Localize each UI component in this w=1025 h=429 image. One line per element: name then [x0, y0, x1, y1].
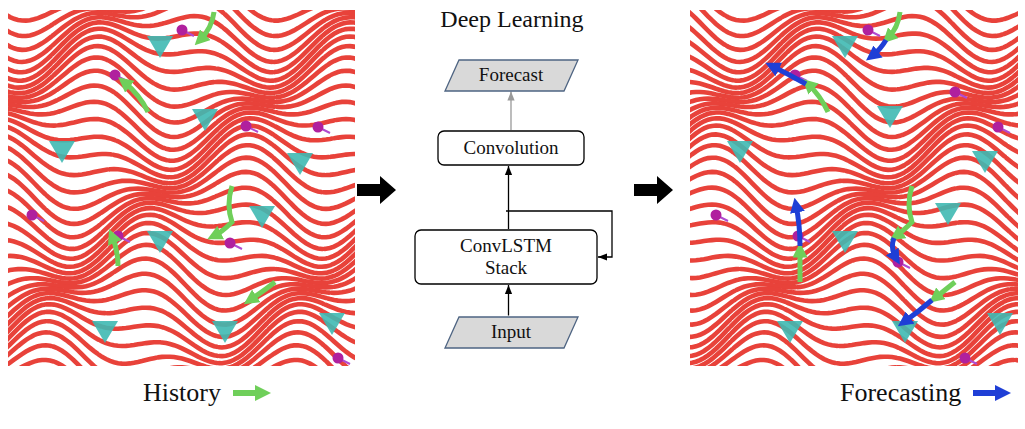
stripe [8, 172, 355, 224]
flow-connector [508, 166, 509, 229]
legend-arrow [233, 385, 271, 401]
history-arrow [896, 186, 912, 236]
node-label: ConvLSTM Stack [450, 235, 562, 279]
legend-label: History [143, 378, 221, 408]
defect-triangle [287, 153, 313, 175]
forecast-arrow [892, 238, 896, 258]
defect-triangle [832, 231, 858, 253]
node-label: Forecast [479, 64, 543, 86]
defect-triangle [147, 36, 173, 58]
flow-arrow [634, 176, 673, 204]
stripe [690, 332, 1018, 366]
history-arrow [214, 186, 232, 236]
history-arrow [808, 84, 828, 112]
forecast-arrow [796, 205, 800, 246]
history-arrow [124, 82, 148, 112]
defect-triangle [92, 321, 118, 343]
history-arrow [112, 236, 118, 266]
stripe [8, 126, 355, 178]
defect-dot [110, 70, 121, 81]
output-parallelogram: Forecast [444, 59, 579, 92]
defect-triangle [987, 313, 1013, 335]
stripe [690, 37, 1018, 88]
legend-item: Forecasting [840, 378, 1011, 408]
stripe [690, 345, 1018, 366]
defect-dot [333, 353, 344, 364]
defect-dot [711, 210, 722, 221]
defect-triangle [147, 231, 173, 253]
defect-dot [313, 122, 324, 133]
stripe [8, 134, 355, 183]
flow-connector [508, 285, 509, 316]
defect-triangle [249, 206, 275, 228]
input-parallelogram: Input [444, 316, 579, 349]
history-arrow [935, 282, 955, 298]
defect-triangle [727, 141, 753, 163]
node-label: Input [491, 321, 531, 343]
defect-dot [993, 122, 1004, 133]
defect-triangle [49, 141, 75, 163]
stripe [8, 233, 355, 279]
defect-triangle [935, 203, 961, 225]
defect-triangle [832, 36, 858, 58]
forecast-arrow [904, 300, 932, 322]
defect-triangle [877, 106, 903, 128]
defect-triangle [777, 321, 803, 343]
forecast-arrow [772, 66, 806, 84]
legend-arrow [973, 385, 1011, 401]
diagram-title: Deep Learning [440, 6, 583, 33]
legend-item: History [143, 378, 271, 408]
defect-dot [225, 238, 236, 249]
defect-dot [177, 25, 188, 36]
defect-triangle [212, 321, 238, 343]
defect-dot [27, 210, 38, 221]
defect-triangle [192, 109, 218, 131]
defect-dot [960, 353, 971, 364]
process-box: ConvLSTM Stack [414, 229, 598, 285]
flow-arrow [357, 176, 396, 204]
process-box: Convolution [437, 130, 585, 166]
history-arrow [888, 12, 900, 38]
history-arrow [798, 250, 803, 282]
legend-label: Forecasting [840, 378, 961, 408]
node-label: Convolution [463, 137, 558, 159]
flow-connector [510, 92, 511, 131]
defect-dot [950, 87, 961, 98]
defect-triangle [892, 321, 918, 343]
stripe [8, 360, 355, 366]
defect-triangle [319, 313, 345, 335]
defect-dot [241, 121, 252, 132]
defect-dot [863, 25, 874, 36]
history-arrow [250, 282, 275, 300]
defect-triangle [972, 151, 998, 173]
history-arrow [200, 12, 214, 40]
forecast-arrow [872, 40, 886, 56]
stripe [690, 233, 1018, 279]
